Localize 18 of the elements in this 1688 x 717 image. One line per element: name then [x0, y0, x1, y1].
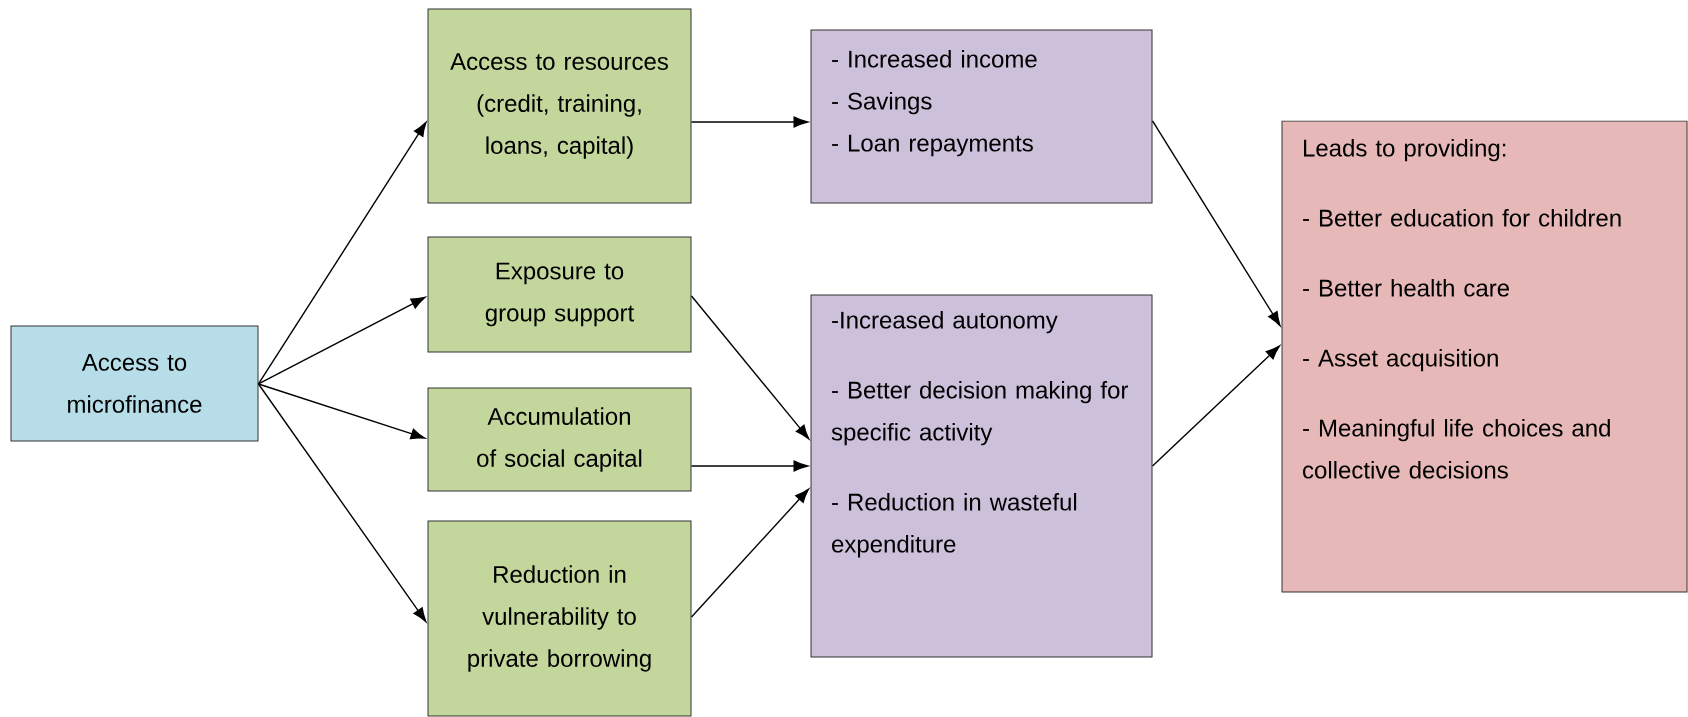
arrow	[690, 488, 810, 618]
process-box: -Increased autonomy - Better decision making for specific activity - Reduction in wasteful expenditure	[810, 294, 1153, 658]
arrow	[257, 383, 426, 440]
arrow	[257, 383, 427, 623]
arrow	[690, 295, 810, 440]
arrow	[257, 121, 427, 385]
process-box: - Increased income - Savings - Loan repayments	[810, 29, 1153, 204]
arrow	[257, 296, 426, 385]
process-box: Reduction in vulnerability to private borrowing	[427, 520, 692, 717]
process-box: Accumulation of social capital	[427, 387, 692, 492]
process-box: Exposure to group support	[427, 236, 692, 353]
process-box: Leads to providing: - Better education for children - Better health care - Asset acquisition - Meaningful life choices and collective decisions	[1281, 120, 1688, 593]
arrow	[1151, 345, 1280, 467]
process-box: Access to microfinance	[10, 325, 259, 442]
arrow	[690, 116, 809, 128]
arrow	[1151, 120, 1281, 327]
process-box: Access to resources (credit, training, loans, capital)	[427, 8, 692, 204]
arrow	[690, 460, 809, 472]
